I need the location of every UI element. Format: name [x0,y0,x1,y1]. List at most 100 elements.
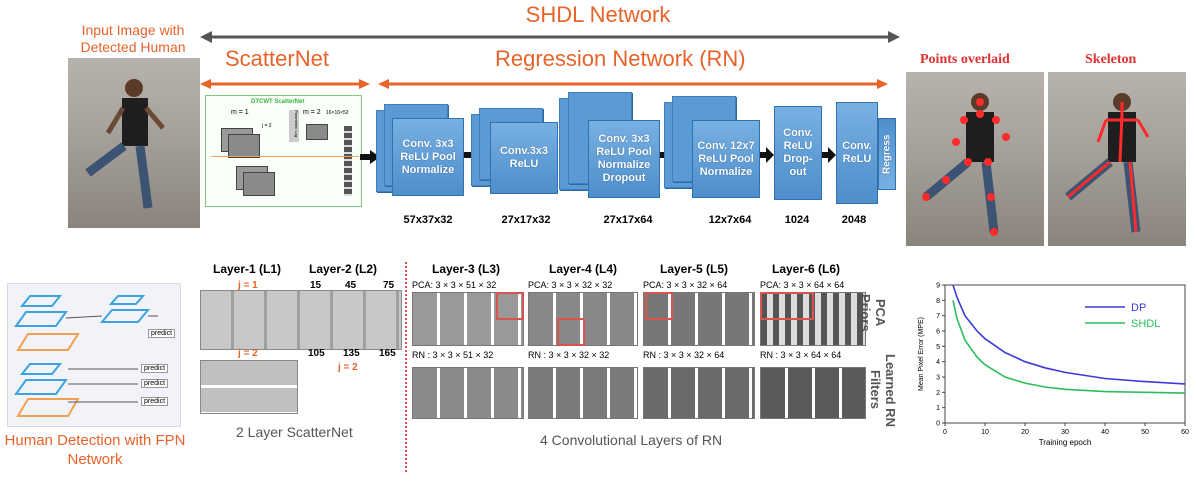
y-tick-label: 7 [936,313,940,320]
chart-frame [944,284,1186,424]
rn-dim-1: 57x37x32 [403,214,453,226]
network-title: SHDL Network [525,2,671,27]
skeleton-label: Skeleton [1085,52,1137,67]
parametric-log-box: Parametric Log [289,110,299,142]
scatter-flow-line [211,156,359,157]
rn-dim-4: 12x7x64 [708,214,752,226]
angle-15: 15 [310,280,322,291]
input-image-label: Input Image with Detected Human [80,22,186,55]
layer-4-title: Layer-4 (L4) [549,262,618,276]
scatter-stack-5 [306,124,328,140]
layer-5-title: Layer-5 (L5) [660,262,729,276]
layer-2-title: Layer-2 (L2) [309,262,378,276]
scatternet-diagram: DTCWT ScatterNet m = 1 m = 2 j = 2 Param… [205,95,362,207]
rn-block-3: Conv. 3x3 ReLU Pool Normalize Dropout [588,120,660,198]
fpn-predict-2: predict [141,364,169,373]
rn-block-4: Conv. 12x7 ReLU Pool Normalize [692,120,760,198]
fpn-label: Human Detection with FPN Network [4,432,186,468]
scatternet-dims: 16×16×52 [326,110,349,116]
layer-5-pca: PCA: 3 × 3 × 32 × 64 [643,280,728,290]
layer-5-rn-filters [643,367,755,419]
scatternet-inner-title: DTCWT ScatterNet [251,99,305,105]
scatternet-caption: 2 Layer ScatterNet [236,424,353,440]
x-tick-label: 50 [1141,429,1149,436]
fpn-predict-1: predict [148,329,176,338]
y-axis-label: Mean Pixel Error (MPE) [918,317,925,391]
angle-135: 135 [343,348,360,359]
rn-block-5: Conv. ReLU Drop-out [774,106,822,200]
y-tick-label: 9 [936,283,940,290]
scatternet-m2: m = 2 [303,109,321,116]
rn-block-2: Conv.3x3 ReLU [490,122,558,194]
y-tick-label: 4 [936,359,940,366]
scatternet-label: ScatterNet [225,46,329,71]
rn-label: Regression Network (RN) [495,46,746,71]
x-axis-label: Training epoch [1039,438,1092,447]
layer-3-rn: RN : 3 × 3 × 51 × 32 [412,350,494,360]
scatter-stack-2 [228,134,260,158]
fpn-predict-3: predict [141,379,169,388]
person-illustration [85,79,165,209]
layer-3-pca-highlight [496,292,524,320]
points-overlaid-label: Points overlaid [920,52,1010,67]
legend-label-shdl: SHDL [1131,318,1160,330]
rn-layers-panel: Layer-3 (L3) Layer-4 (L4) Layer-5 (L5) L… [412,262,868,422]
rn-layers-caption: 4 Convolutional Layers of RN [540,432,723,448]
x-tick-label: 0 [943,429,947,436]
y-tick-label: 6 [936,329,940,336]
shdl-span-arrow [200,31,900,43]
layer-6-rn-filters [760,367,866,419]
layer-4-pca-highlight [557,318,585,346]
x-tick-label: 20 [1021,429,1029,436]
angle-165: 165 [379,348,396,359]
layer-4-rn: RN : 3 × 3 × 32 × 32 [528,350,610,360]
layer-5-pca-highlight [645,292,673,320]
skeleton-image [1048,72,1186,246]
layer-4-rn-filters [528,367,638,419]
layer-5-rn: RN : 3 × 3 × 32 × 64 [643,350,725,360]
skeleton-overlay [1065,93,1150,233]
regress-block: Regress [878,118,896,190]
angle-75: 75 [383,280,395,291]
points-overlaid-image [906,72,1044,246]
series-line-dp [952,284,1186,385]
layer-1-j1: j = 1 [238,280,258,291]
arrow-to-rn [360,150,380,164]
layer-1-j2: j = 2 [238,348,258,359]
x-tick-label: 60 [1181,429,1189,436]
legend-label-dp: DP [1131,302,1146,314]
scatter-output-column [344,126,352,196]
layer-3-title: Layer-3 (L3) [432,262,501,276]
y-tick-label: 2 [936,390,940,397]
y-tick-label: 5 [936,344,940,351]
y-tick-label: 0 [936,421,940,428]
x-tick-label: 40 [1101,429,1109,436]
layer-2-j2: j = 2 [338,362,358,373]
scatternet-j2: j = 2 [262,123,272,129]
layer-1-title: Layer-1 (L1) [213,262,282,276]
layer-1-2-top-filters [200,290,402,350]
rn-span-arrow [378,79,888,89]
learned-filters-side: Learned RN Filters [868,353,898,427]
layer-6-title: Layer-6 (L6) [772,262,841,276]
series-line-shdl [952,300,1186,394]
y-tick-label: 8 [936,298,940,305]
layer-6-rn: RN : 3 × 3 × 64 × 64 [760,350,842,360]
angle-45: 45 [345,280,357,291]
scatternet-span-arrow [200,79,370,89]
layer-3-pca: PCA: 3 × 3 × 51 × 32 [412,280,497,290]
scatternet-m1: m = 1 [231,109,249,116]
fpn-illustration [14,295,158,417]
layer-6-pca-highlight [760,292,814,320]
rn-dim-2: 27x17x32 [501,214,551,226]
rn-arrow-4 [760,147,774,163]
y-tick-label: 3 [936,375,940,382]
section-separator [405,262,407,472]
rn-arrow-5 [822,147,836,163]
rn-block-6: Conv. ReLU [836,102,878,204]
pca-priors-side: PCA Priors [858,294,888,332]
scatter-stack-4 [243,172,275,196]
rn-dim-5: 1024 [784,214,810,226]
layer-6-pca: PCA: 3 × 3 × 64 × 64 [760,280,845,290]
